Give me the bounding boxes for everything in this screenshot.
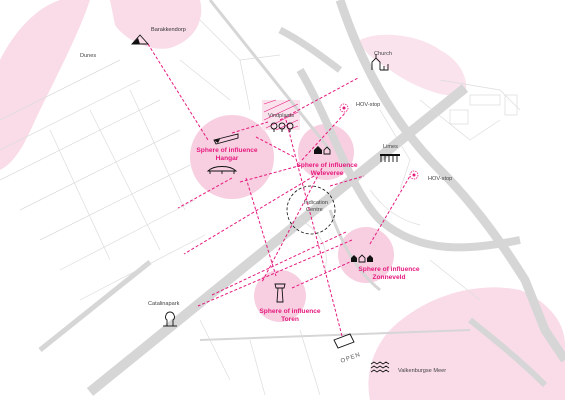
sphere-label-zonneveld: Sphere of influence Zonneveld bbox=[358, 266, 420, 281]
label-hov-stop-1: HOV-stop bbox=[356, 102, 380, 108]
vindplaats-icon bbox=[270, 122, 294, 132]
svg-text:Sphere of influence: Sphere of influence bbox=[358, 266, 420, 273]
label-open: OPEN bbox=[340, 352, 362, 365]
svg-text:Zonneveld: Zonneveld bbox=[373, 274, 406, 281]
link-weteveree-west bbox=[183, 175, 315, 255]
houses-icon bbox=[314, 146, 331, 155]
label-hov-stop-2: HOV-stop bbox=[428, 176, 452, 182]
church-icon bbox=[371, 54, 389, 71]
svg-text:Toren: Toren bbox=[281, 316, 299, 323]
sphere-label-toren: Sphere of influence Toren bbox=[259, 308, 321, 323]
sphere-label-weteveree: Sphere of influence Weteveree bbox=[296, 162, 358, 177]
svg-text:Sphere of influence: Sphere of influence bbox=[259, 308, 321, 315]
link-hangar-weteveree-2 bbox=[239, 164, 303, 183]
tent-icon bbox=[130, 34, 150, 45]
hov-stop-icon bbox=[409, 170, 419, 180]
label-barakkendorp: Barakkendorp bbox=[151, 27, 186, 33]
link-vindplaats-open bbox=[285, 119, 343, 337]
connection-lines bbox=[147, 43, 411, 337]
link-toren-zonneveld bbox=[291, 261, 351, 289]
label-dunes: Dunes bbox=[80, 53, 96, 59]
label-catalinapark: Catalinapark bbox=[148, 301, 180, 307]
svg-text:Sphere of influence: Sphere of influence bbox=[296, 162, 358, 169]
hov-stop-icon bbox=[339, 103, 349, 113]
houses-icon bbox=[206, 166, 238, 174]
sphere-label-hangar: Sphere of influence Hangar bbox=[196, 147, 258, 162]
link-weteveree-hov bbox=[301, 111, 347, 161]
houses-icon bbox=[351, 254, 373, 263]
label-indication-centre: Indication Centre bbox=[304, 200, 330, 213]
link-weteveree-east bbox=[329, 175, 365, 187]
label-vindplaats: Vindplaats bbox=[268, 113, 294, 119]
water-waves-icon bbox=[370, 361, 390, 373]
svg-text:Sphere of influence: Sphere of influence bbox=[196, 147, 258, 154]
tree-icon bbox=[163, 311, 177, 327]
open-gate-icon bbox=[333, 333, 355, 349]
svg-text:Hangar: Hangar bbox=[216, 155, 239, 162]
link-barakkendorp-hangar bbox=[147, 43, 209, 141]
link-hangar-weteveree bbox=[255, 136, 297, 159]
limes-icon bbox=[380, 154, 400, 162]
link-zonneveld-catalina bbox=[197, 239, 353, 307]
hangar-plane-icon bbox=[213, 133, 239, 145]
tower-icon bbox=[274, 283, 286, 303]
link-zonneveld-hov bbox=[369, 175, 411, 245]
label-church: Church bbox=[374, 51, 392, 57]
indication-centre-circle bbox=[286, 185, 336, 235]
label-limes: Limes bbox=[383, 144, 398, 150]
link-weteveree-toren bbox=[261, 167, 323, 283]
link-hangar-vindplaats bbox=[231, 121, 269, 134]
vindplaats-hatch bbox=[263, 99, 299, 131]
link-hangar-toren bbox=[245, 177, 277, 277]
label-valkenburgse-meer: Valkenburgse Meer bbox=[398, 368, 446, 374]
svg-text:Weteveree: Weteveree bbox=[311, 170, 344, 177]
link-hangar-west bbox=[177, 177, 233, 209]
